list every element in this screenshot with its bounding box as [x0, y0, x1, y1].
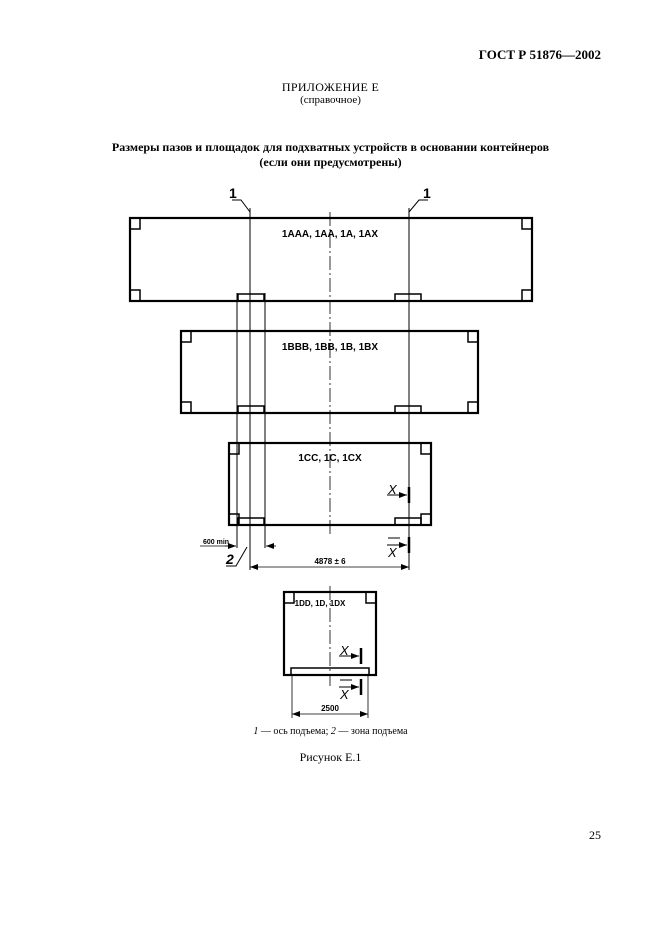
- legend-item-2-text: — зона подъема: [335, 726, 408, 737]
- figure-legend: 1 — ось подъема; 2 — зона подъема: [0, 726, 661, 737]
- section-letter-cc-bottom: X: [387, 545, 398, 560]
- section-letter-dd-top: X: [339, 643, 350, 658]
- section-letter-dd-bottom: X: [339, 687, 350, 702]
- legend-item-1-text: — ось подъема;: [258, 726, 331, 737]
- zone-callout-leader: [226, 546, 248, 567]
- container-label-1dd: 1DD, 1D, 1DX: [295, 599, 346, 608]
- section-marker-dd: [339, 648, 363, 695]
- appendix-subtitle: (справочное): [300, 94, 361, 106]
- container-1bbb: [179, 329, 480, 415]
- dimension-zone-width-label: 600 min: [203, 539, 229, 546]
- section-letter-cc-top: X: [387, 482, 398, 497]
- axis-callout-leaders: [232, 199, 428, 213]
- dimension-width-2500-label: 2500: [321, 704, 339, 713]
- container-1aaa: [128, 216, 534, 303]
- zone-callout: 2: [225, 551, 234, 567]
- axis-callout-left: 1: [229, 185, 237, 201]
- container-label-1cc: 1CC, 1C, 1CX: [298, 453, 362, 464]
- legend-item-2-number: 2: [330, 726, 336, 737]
- lifting-zone-strip: [236, 293, 266, 548]
- figure-title-line-1: Размеры пазов и площадок для подхватных …: [111, 140, 550, 154]
- dimension-axis-spacing-label: 4878 ± 6: [314, 557, 346, 566]
- appendix-title: ПРИЛОЖЕНИЕ Е: [281, 80, 380, 94]
- container-label-1aaa: 1AAA, 1AA, 1A, 1AX: [282, 229, 378, 240]
- axis-callout-right: 1: [423, 185, 431, 201]
- figure-title: Размеры пазов и площадок для подхватных …: [0, 140, 661, 170]
- lifting-axis-lines: [249, 208, 410, 570]
- section-marker-cc: [387, 487, 411, 553]
- standard-header: ГОСТ Р 51876—2002: [478, 47, 601, 62]
- figure-caption: Рисунок Е.1: [299, 750, 362, 764]
- page-number: 25: [589, 828, 601, 842]
- legend-item-1-number: 1: [253, 726, 259, 737]
- figure-title-line-2: (если они предусмотрены): [259, 155, 402, 169]
- dimension-width-2500: [291, 675, 369, 718]
- container-label-1bbb: 1BBB, 1BB, 1B, 1BX: [282, 342, 378, 353]
